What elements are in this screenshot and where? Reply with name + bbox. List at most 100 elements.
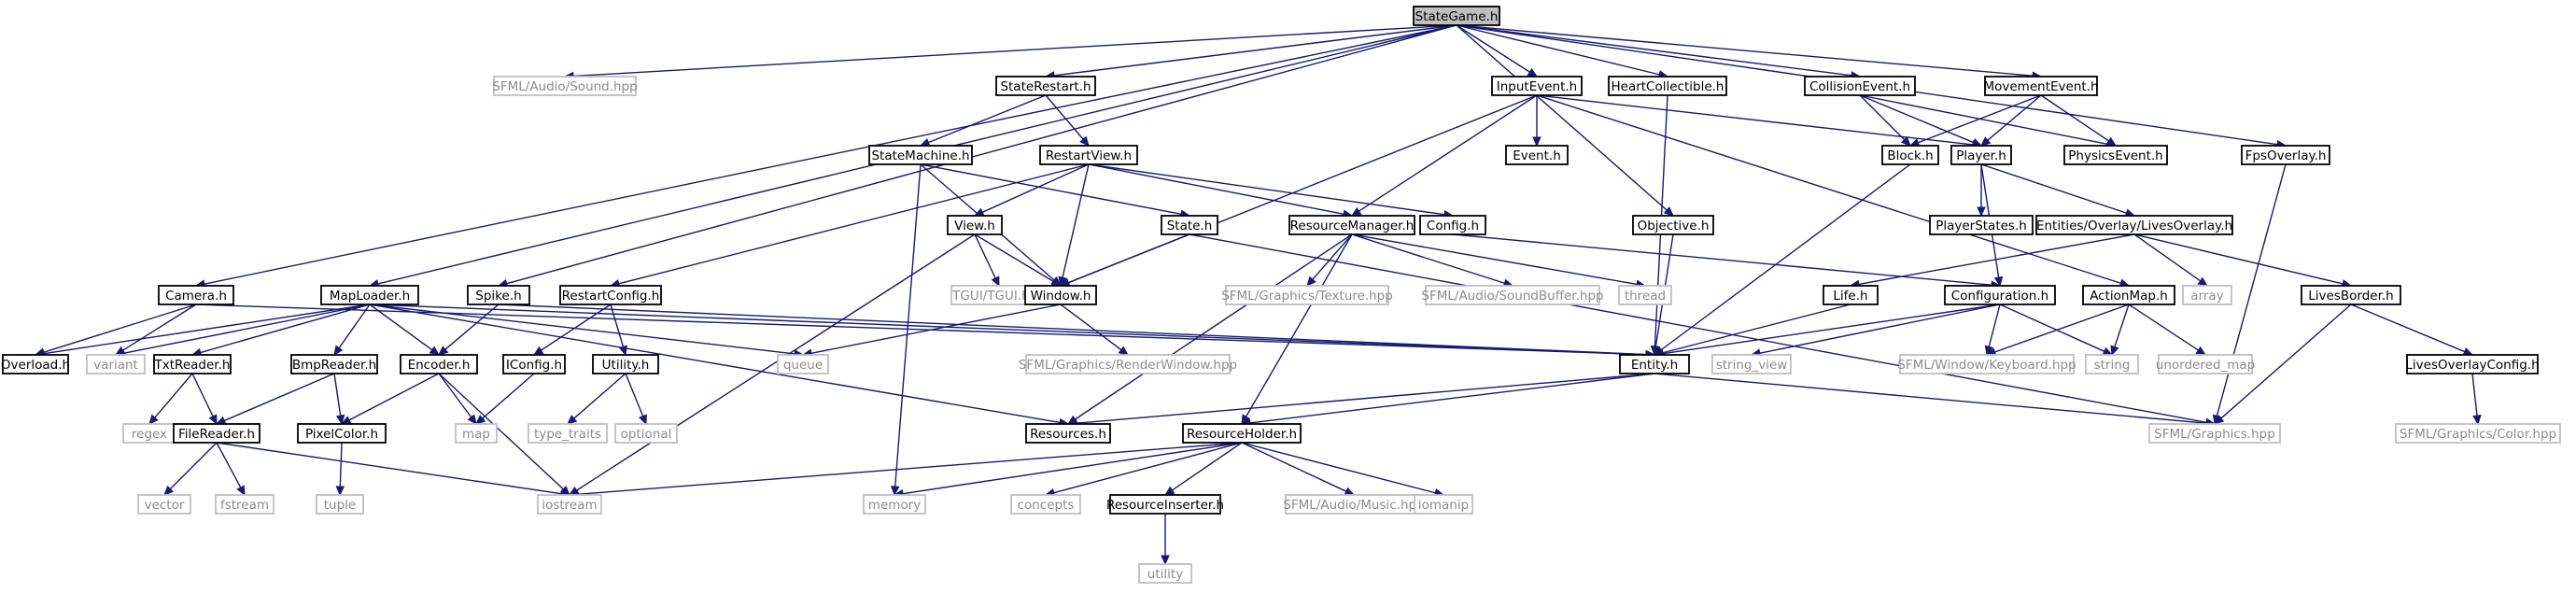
node-box: [2148, 423, 2281, 444]
edge-livesoverlay-to-livesborder: [2133, 233, 2344, 285]
node-box: [2063, 145, 2168, 165]
edge-resholder-to-resinserter: [1172, 442, 1243, 491]
node-livesborder-h[interactable]: LivesBorder.h: [2301, 285, 2401, 305]
node-entity-h[interactable]: Entity.h: [1619, 354, 1690, 374]
node-string: string: [2085, 354, 2139, 374]
node-box: [215, 494, 274, 515]
node-iostream: iostream: [537, 494, 602, 515]
edge-restartconfig-to-utilityh: [610, 304, 625, 347]
arrowhead-player-to-configuration: [1993, 275, 2004, 288]
node-inputevent-h[interactable]: InputEvent.h: [1491, 76, 1583, 96]
edge-restartview-to-restartconfig: [618, 163, 1090, 285]
node-view-h[interactable]: View.h: [947, 215, 1003, 235]
edge-resmanager-to-thread: [1351, 233, 1638, 286]
arrowhead-spike-to-encoder: [438, 346, 449, 356]
edge-filereader-to-fstream: [216, 442, 242, 488]
edge-maploader-to-overload: [43, 304, 371, 355]
node-state-h[interactable]: State.h: [1161, 215, 1218, 235]
node-staterestart-h[interactable]: StateRestart.h: [995, 76, 1096, 96]
node-resourcemanager-h[interactable]: ResourceManager.h: [1288, 215, 1415, 235]
edge-stategame-to-camera: [204, 24, 1457, 285]
node-player-h[interactable]: Player.h: [1950, 145, 2012, 165]
node-optional: optional: [614, 423, 678, 444]
node-label: ResourceManager.h: [1290, 219, 1415, 233]
node-config-h[interactable]: Config.h: [1419, 215, 1486, 235]
node-stategame-h[interactable]: StateGame.h: [1413, 6, 1500, 26]
node-encoder-h[interactable]: Encoder.h: [400, 354, 478, 374]
arrowhead-restartconfig-to-iconfig: [532, 346, 544, 356]
arrowhead-pixelcolor-to-tuple: [335, 486, 345, 497]
node-box: [777, 354, 829, 374]
arrowhead-configuration-to-string: [2102, 346, 2114, 356]
node-box: [559, 285, 662, 305]
node-maploader-h[interactable]: MapLoader.h: [320, 285, 419, 305]
edge-configuration-to-entity: [1662, 304, 2001, 355]
node-block-h[interactable]: Block.h: [1881, 145, 1939, 165]
node-box: [868, 145, 973, 165]
edge-window-to-queue: [810, 304, 1062, 354]
node-label: Player.h: [1956, 148, 2006, 163]
node-box: [1109, 494, 1221, 515]
node-heartcollectible-h[interactable]: HeartCollectible.h: [1608, 76, 1727, 96]
node-livesoverlayconfig-h[interactable]: LivesOverlayConfig.h: [2405, 354, 2540, 374]
node-label: SFML/Graphics/Texture.hpp: [1221, 289, 1393, 304]
node-event-h[interactable]: Event.h: [1505, 145, 1569, 165]
arrowhead-maploader-to-bmpreader: [333, 345, 344, 357]
node-spike-h[interactable]: Spike.h: [467, 285, 530, 305]
node-movementevent-h[interactable]: MovementEvent.h: [1983, 76, 2099, 96]
node-restartconfig-h[interactable]: RestartConfig.h: [559, 285, 662, 305]
node-pixelcolor-h[interactable]: PixelColor.h: [297, 423, 387, 444]
node-box: [1010, 494, 1081, 515]
node-life-h[interactable]: Life.h: [1823, 285, 1879, 305]
edge-stategame-to-collision: [1456, 24, 1852, 77]
edge-stategame-to-spike: [506, 24, 1457, 285]
node-label: Camera.h: [165, 289, 227, 304]
node-box: [1823, 285, 1879, 305]
edge-movement-to-physics: [2040, 94, 2109, 142]
arrowhead-resinserter-to-utility: [1161, 555, 1170, 566]
node-resources-h[interactable]: Resources.h: [1025, 423, 1111, 444]
node-sfml-graphics-texture-hpp: SFML/Graphics/Texture.hpp: [1221, 285, 1393, 305]
edge-encoder-to-pixelcolor: [348, 373, 440, 421]
node-resourceinserter-h[interactable]: ResourceInserter.h: [1106, 494, 1224, 515]
edge-maploader-to-bmpreader: [338, 304, 371, 349]
node-box: [1138, 563, 1192, 584]
node-iconfig-h[interactable]: IConfig.h: [502, 354, 566, 374]
node-collisionevent-h[interactable]: CollisionEvent.h: [1804, 76, 1916, 96]
node-label: TGUI/TGUI.hpp: [951, 289, 1046, 304]
node-iomanip: iomanip: [1414, 494, 1473, 515]
node-playerstates-h[interactable]: PlayerStates.h: [1929, 215, 2034, 235]
node-label: memory: [868, 498, 921, 513]
edge-entity-to-resources: [1076, 373, 1655, 424]
node-box: [537, 494, 602, 515]
node-window-h[interactable]: Window.h: [1024, 285, 1097, 305]
node-statemachine-h[interactable]: StateMachine.h: [868, 145, 973, 165]
node-fstream: fstream: [215, 494, 274, 515]
node-label: Entity.h: [1631, 358, 1678, 373]
node-physicsevent-h[interactable]: PhysicsEvent.h: [2063, 145, 2168, 165]
arrowhead-resholder-to-music: [1344, 487, 1356, 496]
node-utility-h[interactable]: Utility.h: [592, 354, 659, 374]
node-label: SFML/Audio/Music.hpp: [1283, 498, 1424, 513]
node-camera-h[interactable]: Camera.h: [158, 285, 234, 305]
arrowhead-objective-to-entity: [1651, 345, 1661, 357]
edge-maploader-to-queue: [369, 304, 795, 355]
node-box: [1929, 215, 2034, 235]
node-label: HeartCollectible.h: [1611, 79, 1724, 94]
node-entities-overlay-livesoverlay-h[interactable]: Entities/Overlay/LivesOverlay.h: [2035, 215, 2233, 235]
node-box: [614, 423, 678, 444]
node-filereader-h[interactable]: FileReader.h: [173, 423, 260, 444]
node-bmpreader-h[interactable]: BmpReader.h: [290, 354, 378, 374]
node-restartview-h[interactable]: RestartView.h: [1039, 145, 1138, 165]
node-actionmap-h[interactable]: ActionMap.h: [2082, 285, 2175, 305]
node-objective-h[interactable]: Objective.h: [1632, 215, 1714, 235]
node-configuration-h[interactable]: Configuration.h: [1944, 285, 2056, 305]
node-fpsoverlay-h[interactable]: FpsOverlay.h: [2241, 145, 2330, 165]
node-resourceholder-h[interactable]: ResourceHolder.h: [1182, 423, 1302, 444]
node-box: [1425, 285, 1600, 305]
node-txtreader-h[interactable]: TxtReader.h: [153, 354, 232, 374]
node-box: [1039, 145, 1138, 165]
node-box: [995, 76, 1096, 96]
node-vector: vector: [137, 494, 191, 515]
node-overload-h[interactable]: Overload.h: [1, 354, 70, 374]
